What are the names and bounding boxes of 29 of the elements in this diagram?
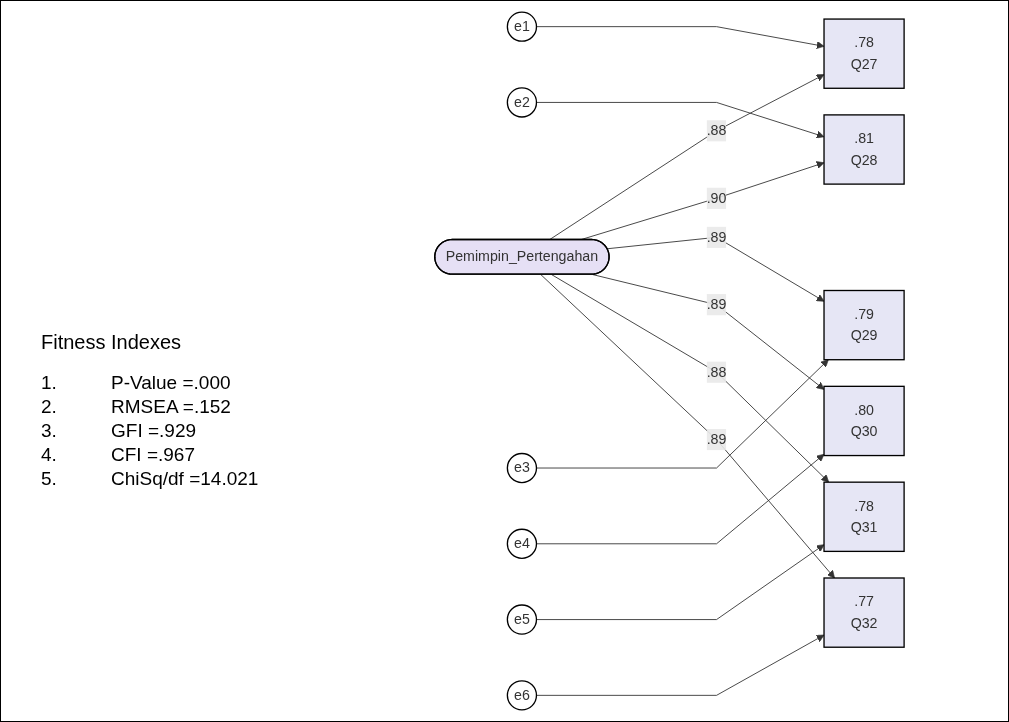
- edge-label: .88: [706, 122, 727, 138]
- node-circle: e3: [506, 452, 538, 484]
- node-box: .78 Q31: [823, 481, 905, 553]
- node-circle: e2: [506, 87, 538, 118]
- node-box: .78 Q27: [823, 18, 905, 89]
- list-number: 3.: [41, 420, 58, 442]
- fit-index-text: CFI =.967: [111, 444, 196, 466]
- edge-label: .90: [706, 190, 727, 206]
- list-number: 1.: [41, 372, 58, 394]
- node-circle: e4: [506, 528, 538, 559]
- node-box: .81 Q28: [823, 114, 905, 185]
- fit-index-text: P-Value =.000: [111, 372, 232, 394]
- edge-label: .89: [706, 296, 727, 312]
- node-box: .79 Q29: [823, 289, 905, 361]
- node-circle: e5: [506, 604, 538, 635]
- edge-label: .89: [706, 229, 727, 245]
- list-number: 4.: [41, 444, 58, 466]
- fit-index-text: RMSEA =.152: [111, 396, 232, 418]
- node-circle: e6: [506, 680, 538, 711]
- list-number: 2.: [41, 396, 58, 418]
- edge-label: .89: [706, 431, 727, 447]
- node-box: .80 Q30: [823, 385, 905, 457]
- list-number: 5.: [41, 468, 58, 490]
- node-circle: e1: [506, 11, 538, 42]
- fit-index-text: ChiSq/df =14.021: [111, 468, 260, 490]
- heading: Fitness Indexes: [41, 331, 183, 354]
- node-box: .77 Q32: [823, 577, 905, 648]
- fit-index-text: GFI =.929: [111, 420, 198, 442]
- edge-label: .88: [706, 364, 727, 380]
